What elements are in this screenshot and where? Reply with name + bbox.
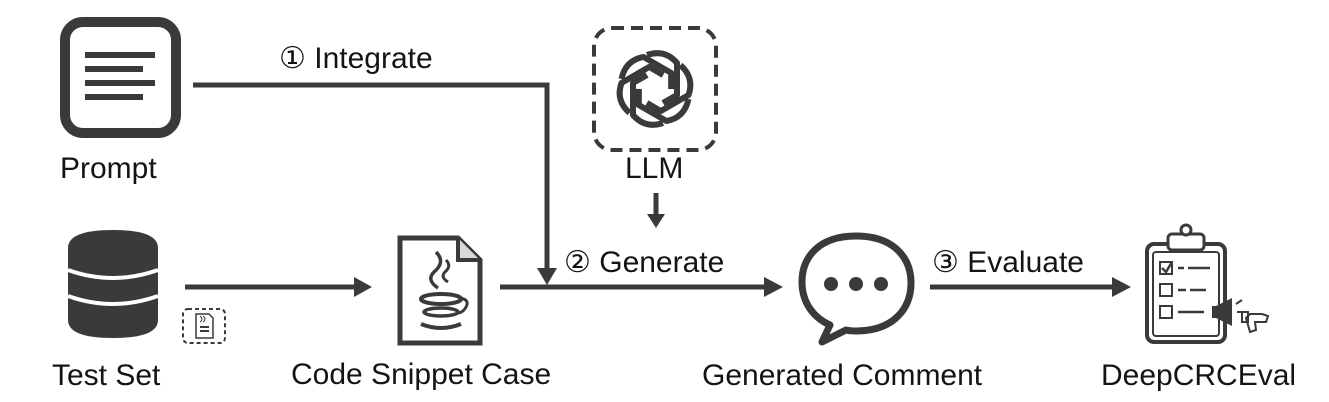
megaphone-icon: [1212, 298, 1244, 326]
code-snippet-label: Code Snippet Case: [291, 358, 552, 391]
java-file-icon: [397, 235, 483, 346]
connector-llm-down: [647, 193, 665, 228]
database-icon: [67, 230, 159, 338]
llm-label: LLM: [625, 152, 684, 185]
connector-testset-to-snippet: [185, 277, 372, 297]
document-lines-icon: [60, 17, 181, 138]
clipboard-checklist-icon: [1145, 223, 1270, 344]
connector-integrate: [193, 82, 557, 285]
step-generate-label: ② Generate: [564, 246, 725, 279]
thumbs-down-icon: [1241, 311, 1270, 334]
openai-logo-icon: [592, 26, 718, 152]
connector-generate: [500, 277, 783, 297]
step-evaluate-label: ③ Evaluate: [932, 246, 1084, 279]
generated-comment-label: Generated Comment: [702, 359, 983, 392]
step-integrate-label: ① Integrate: [279, 42, 433, 75]
test-set-label: Test Set: [52, 359, 161, 392]
deepcrceval-label: DeepCRCEval: [1101, 359, 1297, 392]
connector-evaluate: [930, 277, 1131, 297]
prompt-label: Prompt: [60, 152, 157, 185]
speech-bubble-icon: [798, 232, 915, 346]
java-file-small-icon: [182, 308, 226, 344]
